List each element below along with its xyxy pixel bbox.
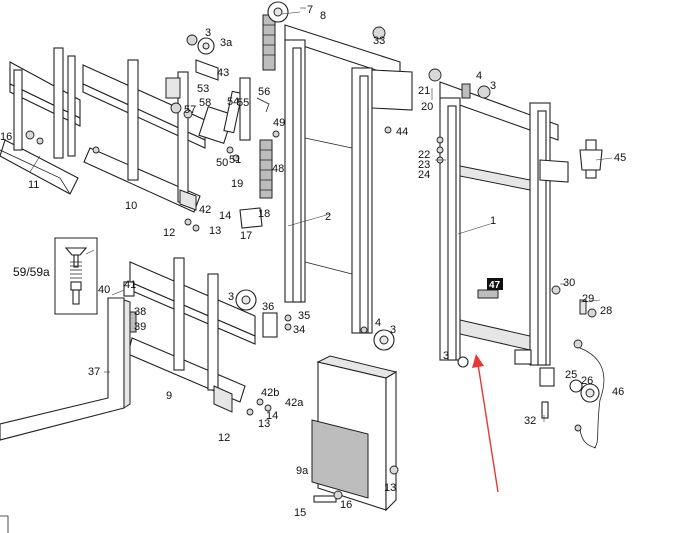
callout-1: 1: [490, 215, 496, 227]
callout-18: 18: [258, 208, 270, 220]
callout-44: 44: [396, 126, 408, 138]
sensor-45: [579, 139, 603, 179]
callout-4: 4: [375, 317, 381, 329]
callout-48: 48: [272, 163, 284, 175]
callout-8: 8: [320, 10, 326, 22]
callout-11: 11: [28, 179, 39, 191]
callout-labels: 1 2 3 3a 3 3 3 3 4 4 7 8 9 9a 10 11 12 1…: [0, 4, 626, 519]
callout-16: 16: [340, 499, 352, 511]
callout-38: 38: [134, 306, 146, 318]
chain-assembly: [239, 1, 289, 229]
callout-37: 37: [88, 366, 100, 378]
fork-carriage-10: [82, 59, 206, 213]
callout-2: 2: [325, 211, 331, 223]
callout-4: 4: [476, 70, 482, 82]
callout-3: 3: [390, 324, 396, 336]
callout-7: 7: [307, 4, 313, 16]
callout-57: 57: [184, 104, 196, 116]
callout-3: 3: [443, 350, 449, 362]
callout-43: 43: [217, 67, 229, 79]
corner-mark: [0, 515, 9, 533]
callout-9: 9: [166, 390, 172, 402]
callout-13: 13: [384, 482, 396, 494]
callout-14: 14: [266, 410, 278, 422]
bracket-9a: [311, 355, 399, 512]
callout-15: 15: [294, 507, 306, 519]
callout-3: 3: [490, 80, 496, 92]
callout-54: 54: [227, 96, 239, 108]
callout-35: 35: [298, 310, 310, 322]
callout-13: 13: [258, 418, 270, 430]
callout-42b: 42b: [261, 387, 279, 399]
roller-parts: [123, 218, 395, 416]
callout-10: 10: [125, 200, 137, 212]
callout-3: 3: [205, 27, 211, 39]
callout-41: 41: [124, 279, 136, 291]
callout-12: 12: [163, 227, 175, 239]
callout-12: 12: [218, 432, 230, 444]
callout-45: 45: [614, 152, 626, 164]
callout-26: 26: [581, 375, 593, 387]
callout-40: 40: [98, 284, 110, 296]
callout-42a: 42a: [285, 397, 304, 409]
fork-37: [0, 297, 131, 441]
fork-carriage-11: [0, 47, 81, 195]
callout-16: 16: [0, 131, 12, 143]
callout-55: 55: [237, 97, 249, 109]
callout-30: 30: [563, 277, 575, 289]
callout-33: 33: [373, 35, 385, 47]
hardware-cluster-top: [165, 34, 270, 162]
highlight-arrow: [472, 354, 499, 493]
hardware-cluster-bottom: [541, 299, 600, 419]
callout-13: 13: [209, 225, 221, 237]
callout-3: 3: [228, 291, 234, 303]
callout-59-59a: 59/59a: [13, 265, 50, 279]
leader-lines: [29, 7, 613, 422]
badge-47: [487, 278, 503, 290]
callout-51: 51: [229, 154, 241, 166]
callout-28: 28: [600, 305, 612, 317]
callout-21: 21: [418, 85, 430, 97]
inset-box-59: [54, 237, 98, 315]
fork-carriage-9: [127, 257, 256, 413]
callout-23: 23: [418, 159, 430, 171]
callout-17: 17: [240, 230, 252, 242]
inner-mast-2: [284, 24, 413, 334]
callout-29: 29: [582, 293, 594, 305]
callout-53: 53: [197, 83, 209, 95]
callout-56: 56: [258, 86, 270, 98]
callout-42: 42: [199, 204, 211, 216]
callout-3a: 3a: [220, 37, 233, 49]
outer-mast-1: [428, 68, 569, 387]
callout-58: 58: [199, 97, 211, 109]
callout-50: 50: [216, 157, 228, 169]
callout-25: 25: [565, 369, 577, 381]
callout-46: 46: [612, 386, 624, 398]
callout-47: 47: [489, 280, 501, 291]
callout-19: 19: [231, 178, 243, 190]
callout-24: 24: [418, 169, 430, 181]
cable-46: [573, 339, 605, 449]
callout-32: 32: [524, 415, 536, 427]
callout-20: 20: [421, 101, 433, 113]
callout-39: 39: [134, 321, 146, 333]
callout-49: 49: [273, 117, 285, 129]
callout-9a: 9a: [296, 465, 309, 477]
callout-36: 36: [262, 301, 274, 313]
callout-14: 14: [219, 210, 231, 222]
callout-22: 22: [418, 149, 430, 161]
callout-34: 34: [293, 324, 305, 336]
